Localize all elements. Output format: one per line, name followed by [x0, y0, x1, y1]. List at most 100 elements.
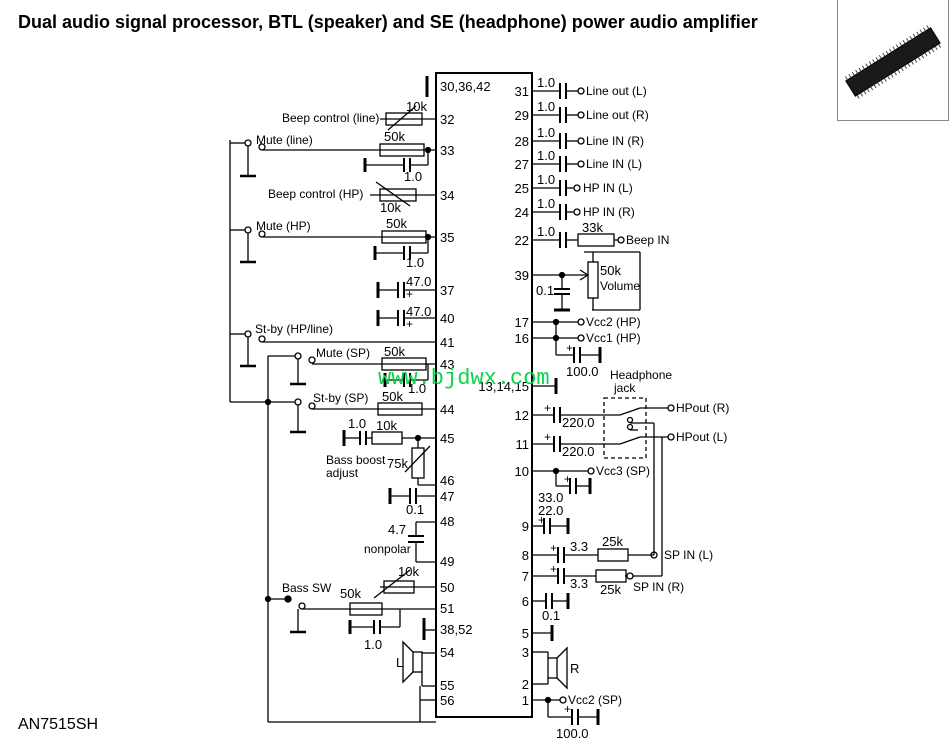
pin-label: 30,36,42 — [440, 79, 491, 94]
line-out-l-label: Line out (L) — [586, 84, 647, 98]
bass-adj-value: 75k — [387, 456, 408, 471]
cap47-value: 0.1 — [406, 502, 424, 517]
pin-label: 29 — [515, 108, 529, 123]
pin-label: 17 — [515, 315, 529, 330]
pin27-cap: 1.0 — [537, 148, 555, 163]
pin-label: 45 — [440, 431, 454, 446]
pin-label: 10 — [515, 464, 529, 479]
vcc2-hp-label: Vcc2 (HP) — [586, 315, 641, 329]
pin29-cap: 1.0 — [537, 99, 555, 114]
speaker-r-label: R — [570, 661, 579, 676]
pin10-plus: + — [564, 472, 571, 486]
part-number: AN7515SH — [18, 716, 99, 733]
beep-control-line-label: Beep control (line) — [282, 111, 379, 125]
mute-hp-res: 50k — [386, 216, 407, 231]
pin-label: 2 — [522, 677, 529, 692]
pin-label: 56 — [440, 693, 454, 708]
page-title: Dual audio signal processor, BTL (speake… — [18, 12, 758, 32]
headphone-label2: jack — [613, 381, 636, 395]
pin-label: 33 — [440, 143, 454, 158]
beep-hp-value: 10k — [380, 200, 401, 215]
pin8-cap: 3.3 — [570, 539, 588, 554]
vcc1-hp-label: Vcc1 (HP) — [586, 331, 641, 345]
volume-label: Volume — [600, 279, 640, 293]
pin-label: 11 — [516, 437, 530, 452]
pin-label: 1 — [522, 693, 529, 708]
mute-line-res: 50k — [384, 129, 405, 144]
bass45-res: 10k — [376, 418, 397, 433]
pin-label: 44 — [440, 402, 454, 417]
mute-sp-label: Mute (SP) — [316, 346, 370, 360]
cap37-plus: + — [406, 287, 413, 301]
pin-label: 49 — [440, 554, 454, 569]
mute-hp-cap: 1.0 — [406, 255, 424, 270]
bass-sw-label: Bass SW — [282, 581, 332, 595]
pin22-cap: 1.0 — [537, 224, 555, 239]
pin-label: 25 — [515, 181, 529, 196]
pin-label: 7 — [522, 569, 529, 584]
beep-line-value: 10k — [406, 99, 427, 114]
pin16-cap: 100.0 — [566, 364, 599, 379]
pin-label: 13,14,15 — [478, 379, 529, 394]
sp-in-l-label: SP IN (L) — [664, 548, 713, 562]
pin22-res: 33k — [582, 220, 603, 235]
pin-label: 51 — [440, 601, 454, 616]
pin7-res: 25k — [600, 582, 621, 597]
pin31-cap: 1.0 — [537, 75, 555, 90]
mute-line-cap: 1.0 — [404, 169, 422, 184]
pin24-cap: 1.0 — [537, 196, 555, 211]
pin-label: 16 — [515, 331, 529, 346]
mute-hp-label: Mute (HP) — [256, 219, 311, 233]
ic-right-pins: 31 29 28 27 25 24 22 39 17 16 13,14,15 1… — [478, 84, 529, 708]
pin-label: 55 — [440, 678, 454, 693]
pin-label: 41 — [440, 335, 454, 350]
pin-label: 5 — [522, 626, 529, 641]
vcc2-sp-label: Vcc2 (SP) — [568, 693, 622, 707]
pin-label: 24 — [515, 205, 529, 220]
pin7-plus: + — [550, 562, 557, 576]
cap40-plus: + — [406, 317, 413, 331]
pin-label: 8 — [522, 548, 529, 563]
pin-label: 32 — [440, 112, 454, 127]
vcc3-sp-label: Vcc3 (SP) — [596, 464, 650, 478]
nonpolar-label: nonpolar — [364, 542, 411, 556]
line-in-l-label: Line IN (L) — [586, 157, 642, 171]
pin-label: 35 — [440, 230, 454, 245]
bass-boost-label2: adjust — [326, 466, 359, 480]
pin12-cap: 220.0 — [562, 415, 595, 430]
pin11-cap: 220.0 — [562, 444, 595, 459]
pin-label: 3 — [522, 645, 529, 660]
stby-hpline-label: St-by (HP/line) — [255, 322, 333, 336]
pin9-plus: + — [538, 513, 545, 527]
hpout-l-label: HPout (L) — [676, 430, 727, 444]
bass-sw-res: 50k — [340, 586, 361, 601]
ic-package-icon — [844, 25, 942, 99]
pin-label: 34 — [440, 188, 454, 203]
pin-label: 43 — [440, 357, 454, 372]
pin7-cap: 3.3 — [570, 576, 588, 591]
line-out-r-label: Line out (R) — [586, 108, 649, 122]
speaker-l-label: L — [396, 655, 403, 670]
stby-sp-label: St-by (SP) — [313, 391, 368, 405]
line-in-r-label: Line IN (R) — [586, 134, 644, 148]
pin-label: 50 — [440, 580, 454, 595]
pin-label: 48 — [440, 514, 454, 529]
bass-boost-label1: Bass boost — [326, 453, 386, 467]
pin-label: 54 — [440, 645, 454, 660]
pin39-cap: 0.1 — [536, 283, 554, 298]
pin8-plus: + — [550, 541, 557, 555]
beep-in-label: Beep IN — [626, 233, 669, 247]
pin10-cap: 33.0 — [538, 490, 563, 505]
mute-sp-res: 50k — [384, 344, 405, 359]
cap40-value: 47.0 — [406, 304, 431, 319]
pin-label: 46 — [440, 473, 454, 488]
pin1-cap: 100.0 — [556, 726, 589, 741]
pin25-cap: 1.0 — [537, 172, 555, 187]
pin-label: 9 — [522, 519, 529, 534]
hp-in-r-label: HP IN (R) — [583, 205, 635, 219]
pin9-cap: 22.0 — [538, 503, 563, 518]
cap48-value: 4.7 — [388, 522, 406, 537]
pin11-plus: + — [544, 430, 551, 444]
watermark-text: www.bjdwx.com — [378, 366, 550, 391]
